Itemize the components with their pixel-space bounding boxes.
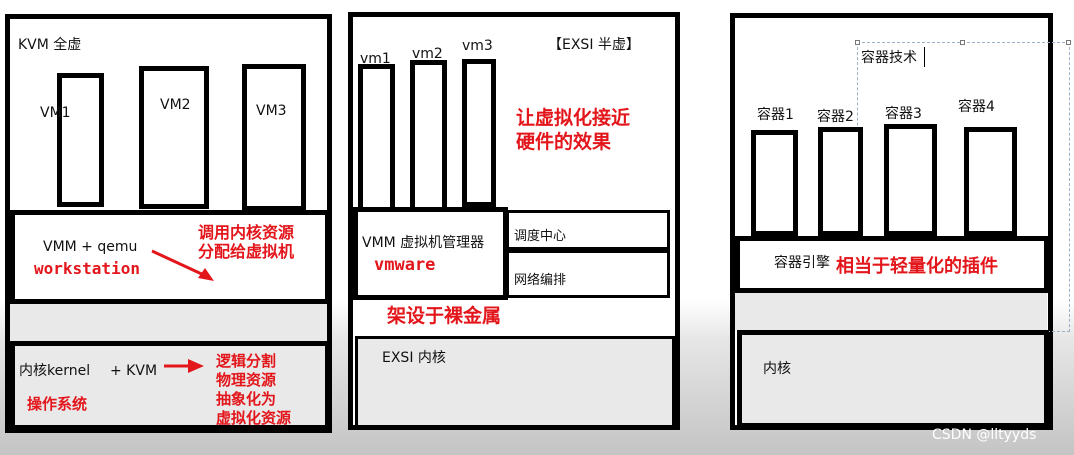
kvm-title: KVM 全虚 (18, 37, 82, 53)
container-kernel-box (737, 330, 1049, 428)
vm1-label: VM1 (40, 105, 71, 121)
container-kernel-label: 内核 (763, 361, 791, 377)
kernel-note-line1: 逻辑分割 (216, 352, 277, 370)
text-cursor (924, 47, 925, 67)
container4-label: 容器4 (958, 99, 995, 115)
container4-box (964, 127, 1017, 236)
net-orch-box (506, 250, 670, 298)
selection-handle (855, 40, 860, 45)
vm2-small-box (410, 60, 447, 215)
vm2-box (139, 66, 209, 209)
vmm-note-line1: 调用内核资源 (198, 223, 295, 242)
selection-handle (1066, 40, 1071, 45)
vmm-manager-box (353, 207, 508, 300)
kvm-gap-band (10, 304, 327, 341)
vmm-qemu-box (10, 210, 330, 304)
vm3-small-box (462, 59, 496, 207)
exsi-note-line2: 硬件的效果 (516, 131, 612, 153)
container2-box (818, 127, 863, 236)
container2-label: 容器2 (817, 109, 854, 125)
vm2-label: VM2 (160, 97, 191, 113)
os-label: 操作系统 (27, 395, 88, 413)
exsi-title: 【EXSI 半虚】 (548, 37, 640, 53)
container1-label: 容器1 (757, 107, 794, 123)
container-title: 容器技术 (861, 50, 917, 66)
baremetal-label: 架设于裸金属 (387, 305, 502, 327)
exsi-kernel-box (355, 336, 675, 428)
kernel-label: 内核kernel (19, 363, 91, 379)
vmm-qemu-label: VMM + qemu (43, 239, 138, 255)
right-arrow-icon (164, 359, 204, 373)
vm1-small-box (358, 64, 395, 214)
net-orch-label: 网络编排 (514, 273, 567, 288)
kernel-note-line2: 物理资源 (216, 371, 277, 389)
container3-box (884, 124, 937, 236)
kernel-note-line4: 虚拟化资源 (216, 409, 292, 427)
workstation-note: workstation (34, 259, 140, 278)
vm2-small-label: vm2 (412, 46, 443, 62)
container1-box (751, 130, 798, 236)
sched-center-label: 调度中心 (514, 229, 567, 244)
sched-center-box (506, 210, 670, 250)
container-engine-box (735, 236, 1049, 293)
exsi-kernel-label: EXSI 内核 (382, 350, 446, 366)
exsi-note-line1: 让虚拟化接近 (516, 107, 631, 129)
kvm-kernel-box (10, 341, 330, 430)
vm1-box (57, 73, 104, 207)
kernel-note-line3: 抽象化为 (216, 390, 277, 408)
container-gap-band (735, 293, 1047, 330)
vmware-note: vmware (374, 255, 436, 275)
vm3-label: VM3 (256, 103, 287, 119)
vmm-manager-label: VMM 虚拟机管理器 (362, 235, 485, 251)
container-engine-label: 容器引擎 (774, 255, 830, 271)
vmm-note-line2: 分配给虚拟机 (198, 242, 295, 261)
csdn-watermark: CSDN @lltyyds (932, 427, 1037, 443)
container3-label: 容器3 (885, 106, 922, 122)
vm3-box (242, 64, 306, 211)
vm1-small-label: vm1 (360, 51, 391, 67)
selection-handle (960, 40, 965, 45)
kvm-plus-label: + KVM (110, 363, 158, 379)
vm3-small-label: vm3 (462, 38, 493, 54)
container-engine-note: 相当于轻量化的插件 (836, 256, 998, 277)
diagonal-arrow-icon (151, 249, 214, 281)
